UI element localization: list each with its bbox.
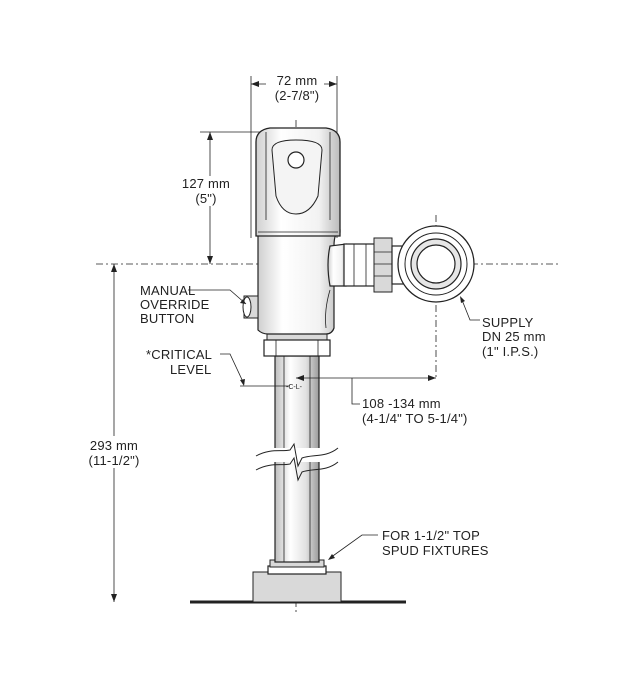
upper-height-dimension: 127 mm (5")	[174, 131, 262, 264]
total-height-metric-label: 293 mm	[90, 438, 138, 453]
override-label-3: BUTTON	[140, 311, 194, 326]
supply-callout: SUPPLY DN 25 mm (1" I.P.S.)	[460, 296, 546, 359]
total-height-dimension: 293 mm (11-1/2")	[78, 264, 152, 602]
spud-label-1: FOR 1-1/2" TOP	[382, 528, 480, 543]
flush-tube	[250, 355, 346, 563]
valve-body	[257, 229, 347, 335]
width-imperial-label: (2-7/8")	[275, 88, 320, 103]
override-label-2: OVERRIDE	[140, 297, 210, 312]
supply-label-3: (1" I.P.S.)	[482, 344, 538, 359]
width-metric-label: 72 mm	[277, 73, 318, 88]
supply-label-1: SUPPLY	[482, 315, 534, 330]
tube-coupling	[263, 331, 331, 357]
critical-label-1: *CRITICAL	[146, 347, 212, 362]
upper-height-metric-label: 127 mm	[182, 176, 230, 191]
sensor-eye-icon	[287, 151, 305, 169]
spud-flange	[252, 559, 342, 603]
override-label-1: MANUAL	[140, 283, 195, 298]
offset-imperial-label: (4-1/4" TO 5-1/4")	[362, 411, 468, 426]
total-height-imperial-label: (11-1/2")	[89, 453, 140, 468]
supply-label-2: DN 25 mm	[482, 329, 546, 344]
width-dimension: 72 mm (2-7/8")	[250, 73, 338, 238]
spud-callout: FOR 1-1/2" TOP SPUD FIXTURES	[328, 528, 489, 560]
supply-connection	[343, 225, 475, 303]
critical-label-2: LEVEL	[170, 362, 211, 377]
centerline-mark: -C-L-	[286, 384, 303, 391]
offset-dimension: -C-L- 108 -134 mm (4-1/4" TO 5-1/4")	[240, 375, 468, 426]
critical-level-callout: *CRITICAL LEVEL	[146, 347, 245, 386]
spud-label-2: SPUD FIXTURES	[382, 543, 489, 558]
override-callout: MANUAL OVERRIDE BUTTON	[140, 283, 247, 326]
offset-metric-label: 108 -134 mm	[362, 396, 441, 411]
override-button	[242, 295, 259, 319]
sensor-head	[255, 127, 341, 237]
upper-height-imperial-label: (5")	[195, 191, 216, 206]
